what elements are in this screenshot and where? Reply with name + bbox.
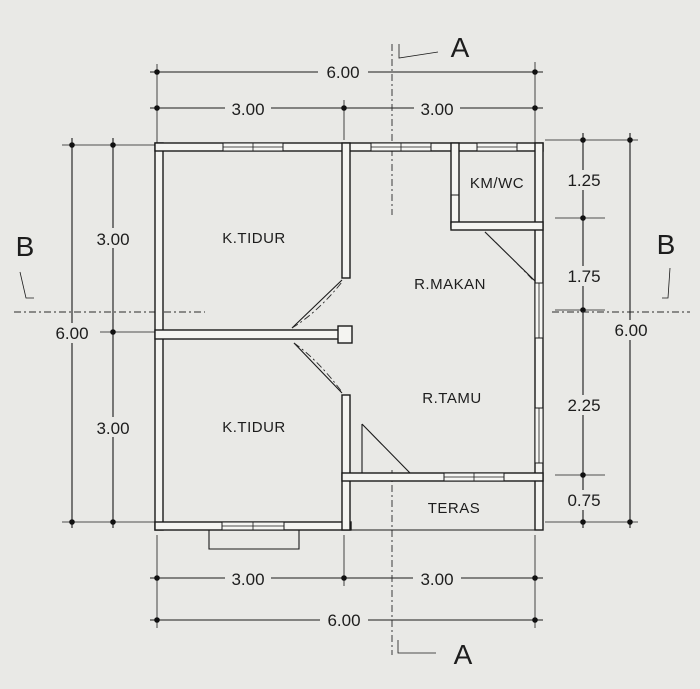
wall-bathroom-south: [450, 221, 544, 231]
windows: [208, 142, 544, 550]
dim-left-upper: 3.00: [96, 230, 129, 249]
section-mark-b-right: B: [657, 229, 676, 260]
column-center: [337, 325, 353, 344]
dim-right-4: 0.75: [567, 491, 600, 510]
dim-top-right: 3.00: [420, 100, 453, 119]
room-label-terrace: TERAS: [428, 500, 481, 517]
room-label-bathroom: KM/WC: [470, 175, 524, 192]
dim-left-lower: 3.00: [96, 419, 129, 438]
section-mark-a-top: A: [451, 32, 470, 63]
room-label-living: R.TAMU: [422, 390, 481, 407]
wall-bathroom-west: [450, 142, 460, 229]
dim-left-total: 6.00: [55, 324, 88, 343]
room-labels: K.TIDUR K.TIDUR KM/WC R.MAKAN R.TAMU TER…: [222, 175, 524, 517]
dimension-labels: 6.00 3.00 3.00 3.00 3.00 6.00 3.00 3.00 …: [49, 62, 654, 630]
dim-bottom-left: 3.00: [231, 570, 264, 589]
room-label-bedroom-bottom: K.TIDUR: [222, 419, 286, 436]
doors: [291, 194, 536, 474]
dim-right-total: 6.00: [614, 321, 647, 340]
wall-interior-upper: [341, 142, 351, 279]
wall-interior-lower: [341, 394, 351, 531]
wall-bedroom-divider: [154, 329, 351, 340]
section-cut-lines: [14, 44, 690, 655]
section-markers: A A B B: [16, 32, 676, 670]
dim-right-1: 1.25: [567, 171, 600, 190]
dim-top-left: 3.00: [231, 100, 264, 119]
section-mark-b-left: B: [16, 231, 35, 262]
dim-right-3: 2.25: [567, 396, 600, 415]
dim-right-2: 1.75: [567, 267, 600, 286]
dim-top-total: 6.00: [326, 63, 359, 82]
wall-terrace: [341, 472, 544, 482]
dim-bottom-right: 3.00: [420, 570, 453, 589]
room-label-dining: R.MAKAN: [414, 276, 486, 293]
dim-bottom-total: 6.00: [327, 611, 360, 630]
room-label-bedroom-top: K.TIDUR: [222, 230, 286, 247]
section-mark-a-bottom: A: [454, 639, 473, 670]
